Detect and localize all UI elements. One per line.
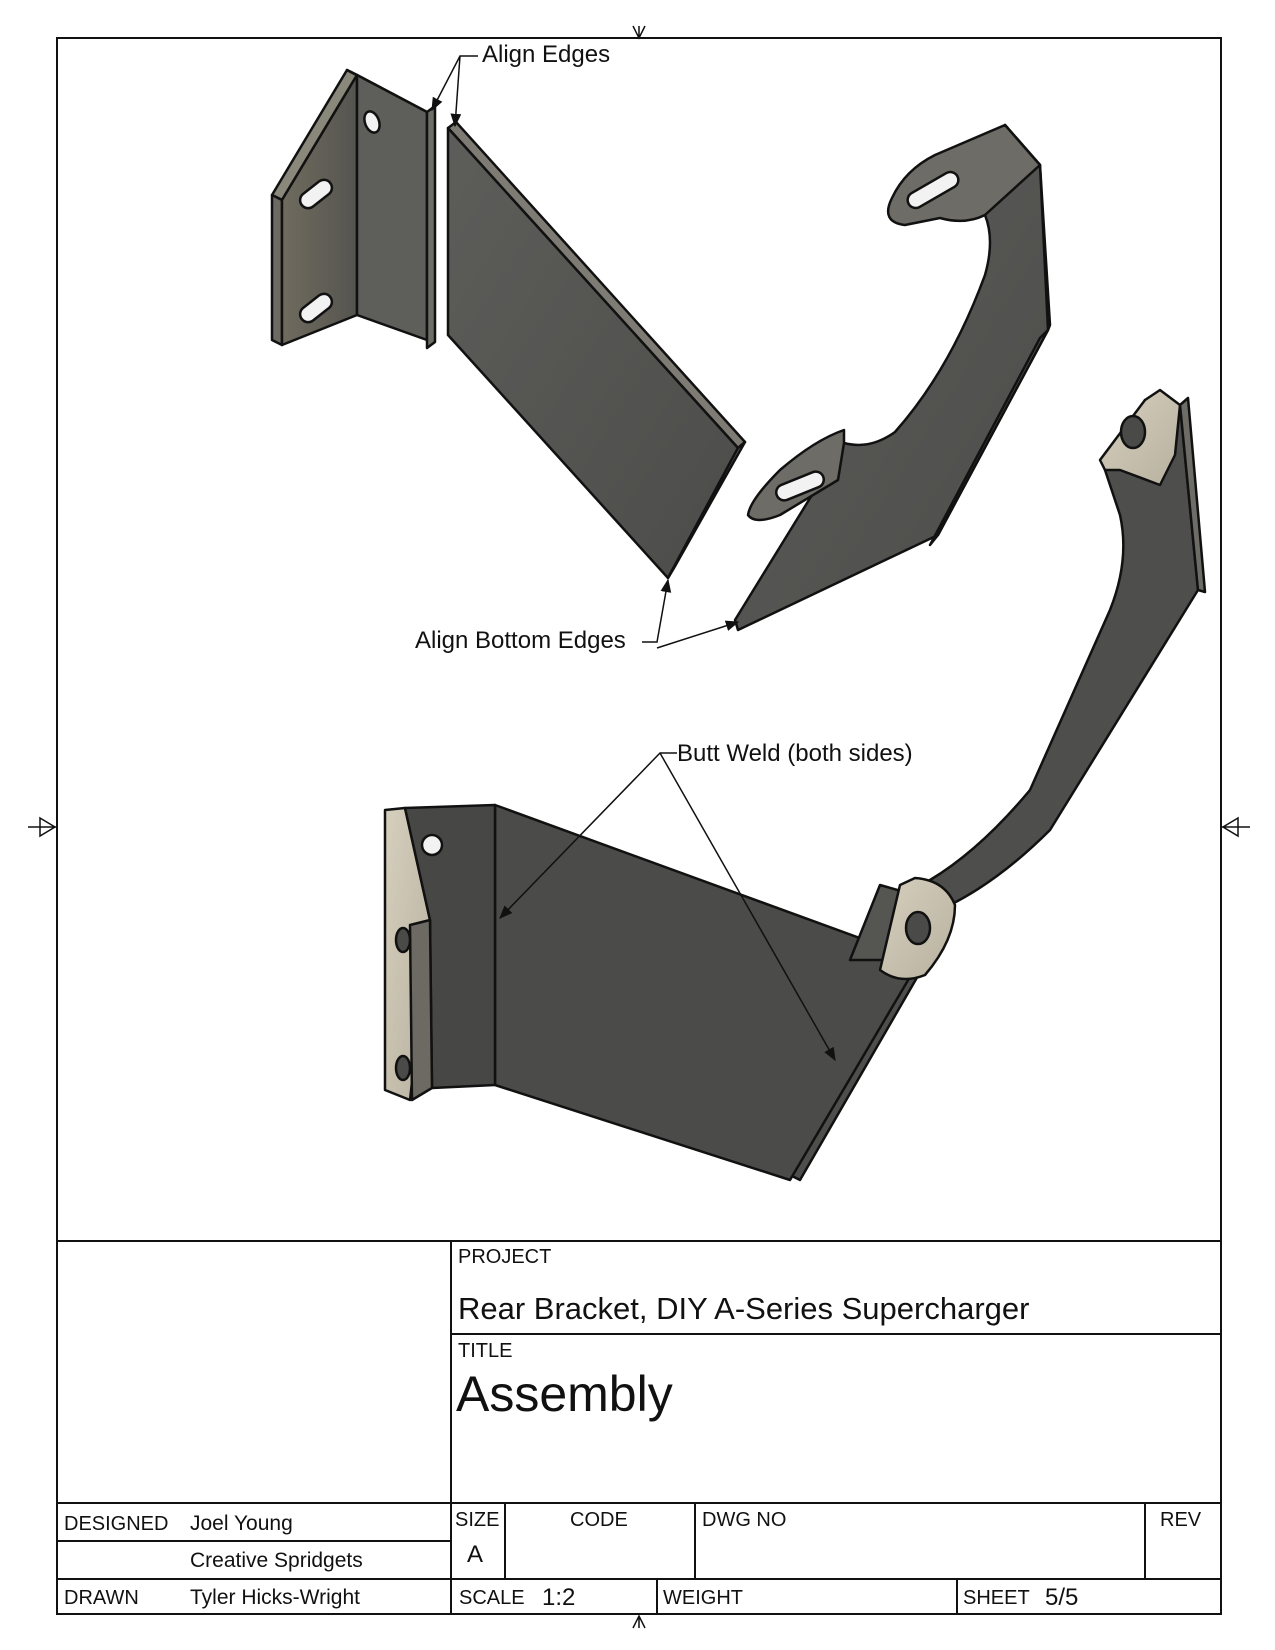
title-label: TITLE	[458, 1340, 513, 1362]
weight-label: WEIGHT	[663, 1587, 743, 1609]
drawn-value: Tyler Hicks-Wright	[190, 1586, 360, 1609]
angle-flange-part	[270, 68, 437, 350]
code-label: CODE	[570, 1509, 628, 1531]
align-edges-label: Align Edges	[482, 41, 611, 68]
centering-marks	[28, 25, 1250, 1629]
drawn-label: DRAWN	[64, 1587, 139, 1609]
size-label: SIZE	[455, 1509, 500, 1531]
company-name: Creative Spridgets	[190, 1549, 363, 1572]
scale-label: SCALE	[459, 1587, 525, 1609]
sheet-value: 5/5	[1045, 1584, 1079, 1611]
sheet-label: SHEET	[963, 1587, 1030, 1609]
butt-weld-label: Butt Weld (both sides)	[677, 740, 913, 767]
size-value: A	[467, 1541, 484, 1568]
assembled-bracket	[383, 388, 1207, 1182]
project-label: PROJECT	[458, 1246, 552, 1268]
leader-lines	[431, 55, 836, 1062]
curved-plate-part	[733, 123, 1052, 632]
rev-label: REV	[1160, 1509, 1202, 1531]
scale-value: 1:2	[542, 1584, 576, 1611]
project-value: Rear Bracket, DIY A-Series Supercharger	[458, 1291, 1030, 1326]
title-value: Assembly	[456, 1366, 673, 1422]
dwg-no-label: DWG NO	[702, 1509, 787, 1531]
designed-value: Joel Young	[190, 1512, 293, 1535]
designed-label: DESIGNED	[64, 1513, 169, 1535]
align-bottom-edges-label: Align Bottom Edges	[415, 627, 626, 654]
flat-plate-part	[446, 120, 747, 580]
title-block-grid	[57, 1240, 1221, 1614]
